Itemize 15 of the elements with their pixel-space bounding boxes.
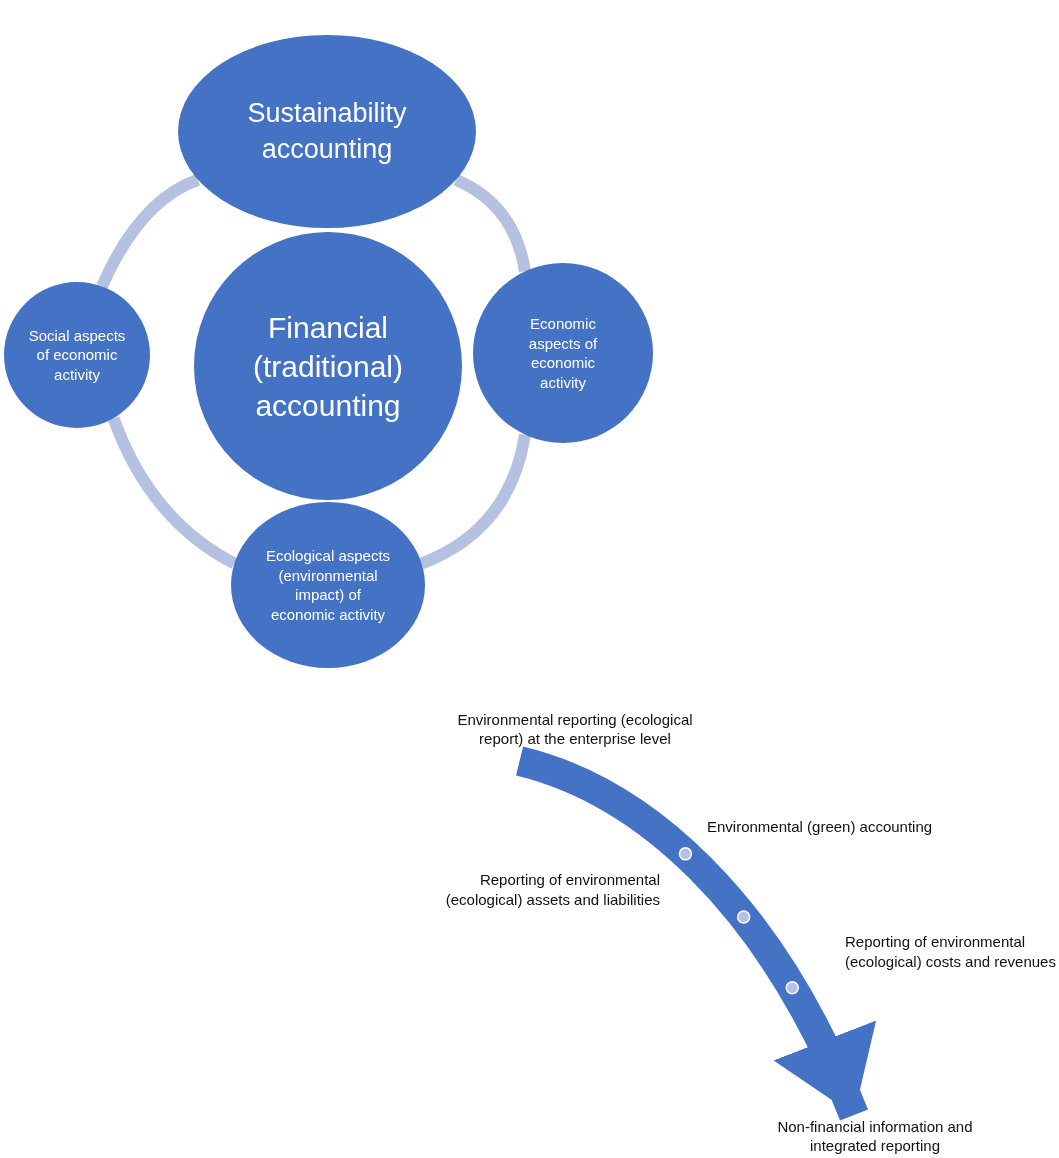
step-label: Reporting of environmental (ecological) assets and liabilities xyxy=(444,870,660,910)
node-label: Sustainability accounting xyxy=(246,97,408,166)
curved-arrow xyxy=(515,746,874,1121)
node-label: Ecological aspects (environmental impact) of economic activity xyxy=(264,546,392,624)
node-label: Economic aspects of economic activity xyxy=(527,314,599,392)
node-label: Financial (traditional) accounting xyxy=(251,309,405,424)
ring-connector xyxy=(453,174,531,273)
ring-connector xyxy=(96,174,201,289)
ring-connector xyxy=(107,416,238,569)
step-label: Reporting of environmental (ecological) costs and revenues xyxy=(845,932,1057,972)
ring-connector xyxy=(419,433,531,570)
node-label: Social aspects of economic activity xyxy=(28,325,126,385)
node-label: Environmental reporting (ecological report) at the enterprise level xyxy=(440,697,710,761)
step-label: Environmental (green) accounting xyxy=(707,817,934,837)
node-label: Non-financial information and integrated reporting xyxy=(745,1115,1005,1157)
